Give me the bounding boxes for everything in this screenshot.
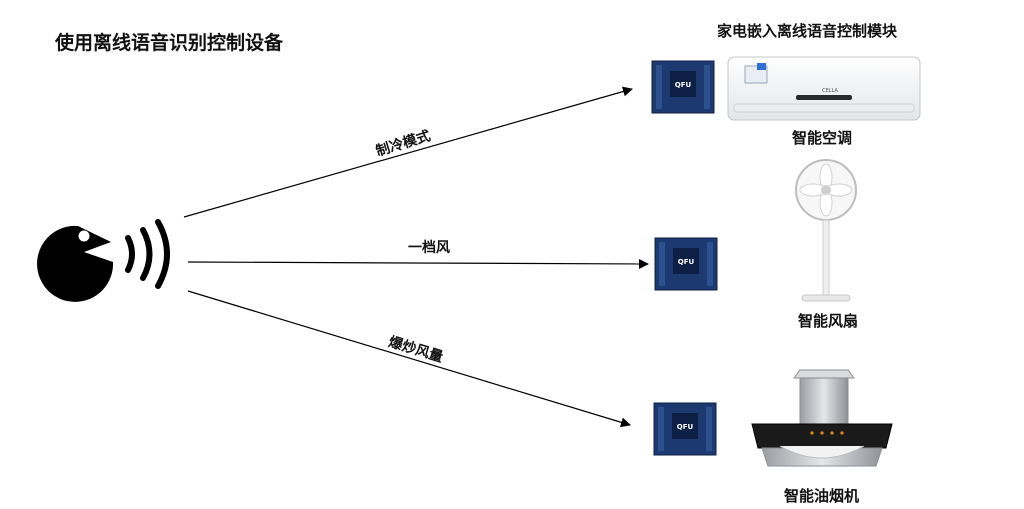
command-label-fan-speed-one: 一档风	[408, 240, 450, 256]
module-chip-label: QFU	[678, 258, 695, 266]
ac-brand-label: CELLA	[822, 88, 838, 94]
speaker-icon	[37, 219, 170, 302]
device-label-range-hood: 智能油烟机	[784, 487, 860, 505]
diagram-title: 使用离线语音识别控制设备	[55, 32, 284, 54]
voice-module-icon: QFU	[653, 402, 717, 456]
voice-module-icon: QFU	[651, 60, 715, 114]
voice-module-icon: QFU	[654, 237, 718, 291]
range-hood-icon	[751, 369, 893, 467]
module-chip-label: QFU	[675, 81, 692, 89]
arrow-to-ac	[183, 86, 633, 218]
module-chip-label: QFU	[677, 423, 694, 431]
air-conditioner-icon: CELLA	[727, 56, 921, 121]
diagram-subtitle: 家电嵌入离线语音控制模块	[717, 22, 898, 40]
arrow-to-fan	[187, 258, 649, 269]
arrow-to-hood	[187, 290, 631, 428]
fan-icon	[795, 159, 857, 302]
device-label-air-conditioner: 智能空调	[792, 129, 853, 147]
device-label-fan: 智能风扇	[798, 312, 859, 330]
